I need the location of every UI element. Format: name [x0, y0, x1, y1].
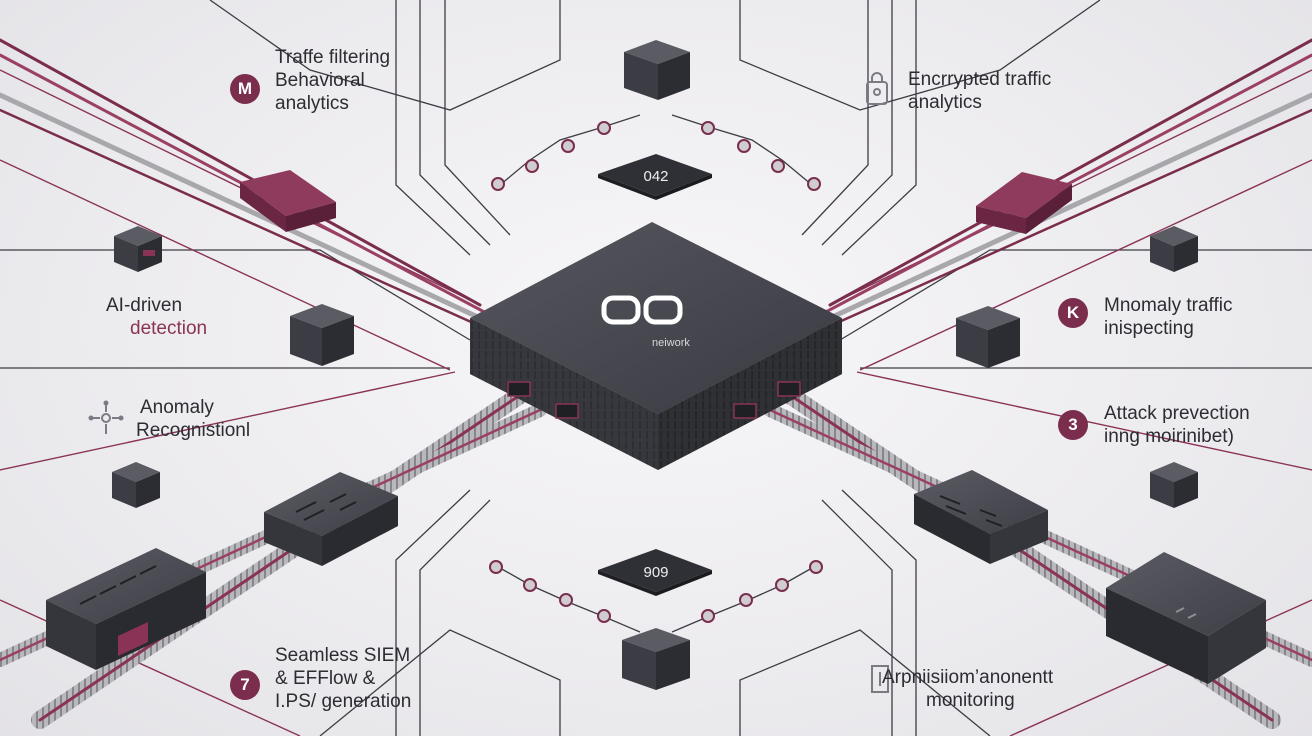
label-encrypted-traffic: Encrrypted traffic analytics: [908, 69, 1052, 113]
label-app-monitoring: Arpniisiiom’anonentt monitoring: [882, 667, 1054, 711]
appliance-box-right: [1106, 552, 1266, 684]
badge-anomaly-traffic: K: [1058, 298, 1088, 328]
network-hub: [470, 222, 842, 470]
cube-right-middle: [956, 306, 1020, 368]
lock-icon: [866, 72, 888, 105]
inline-module-right: [976, 172, 1072, 234]
cube-right-upper: [1150, 226, 1198, 272]
badge-traffic-filtering: M: [230, 74, 260, 104]
cube-left-lower: [112, 462, 160, 508]
inline-module-left: [240, 170, 336, 232]
label-siem: Seamless SIEM & EFFlow & I.PS/ generatio…: [275, 645, 412, 712]
appliance-box-left: [46, 548, 206, 670]
label-ai-driven: AI-driven detection: [106, 295, 208, 339]
connector-beads: [489, 121, 823, 623]
label-anomaly-traffic: Mnomaly traffic inispecting: [1104, 295, 1233, 339]
label-traffic-filtering: Traffe filtering Behavioral analytics: [275, 47, 391, 114]
badge-siem: 7: [230, 670, 260, 700]
hub-brand-text: neiwork: [652, 337, 690, 349]
chip-bottom: [598, 549, 712, 596]
label-anomaly-recognition: Anomaly Recognistionl: [136, 397, 251, 441]
network-node-icon: [88, 400, 124, 434]
switch-box-left: [264, 472, 398, 566]
connector-chain-top: [499, 114, 813, 186]
cube-right-lower: [1150, 462, 1198, 508]
cube-left-middle: [290, 304, 354, 366]
bracket-icon: [871, 665, 889, 693]
chip-top-code: 042: [643, 168, 668, 185]
cube-bottom-center: [622, 628, 690, 690]
badge-attack-prevention: 3: [1058, 410, 1088, 440]
chip-top: [598, 154, 712, 200]
cube-top-center: [624, 40, 690, 100]
switch-box-right: [914, 470, 1048, 564]
label-attack-prevention: Attack prevection inng moirinibet): [1104, 403, 1250, 447]
cube-left-upper: [114, 226, 162, 272]
chip-bottom-code: 909: [643, 564, 668, 581]
hub-logo-icon: [601, 295, 683, 325]
